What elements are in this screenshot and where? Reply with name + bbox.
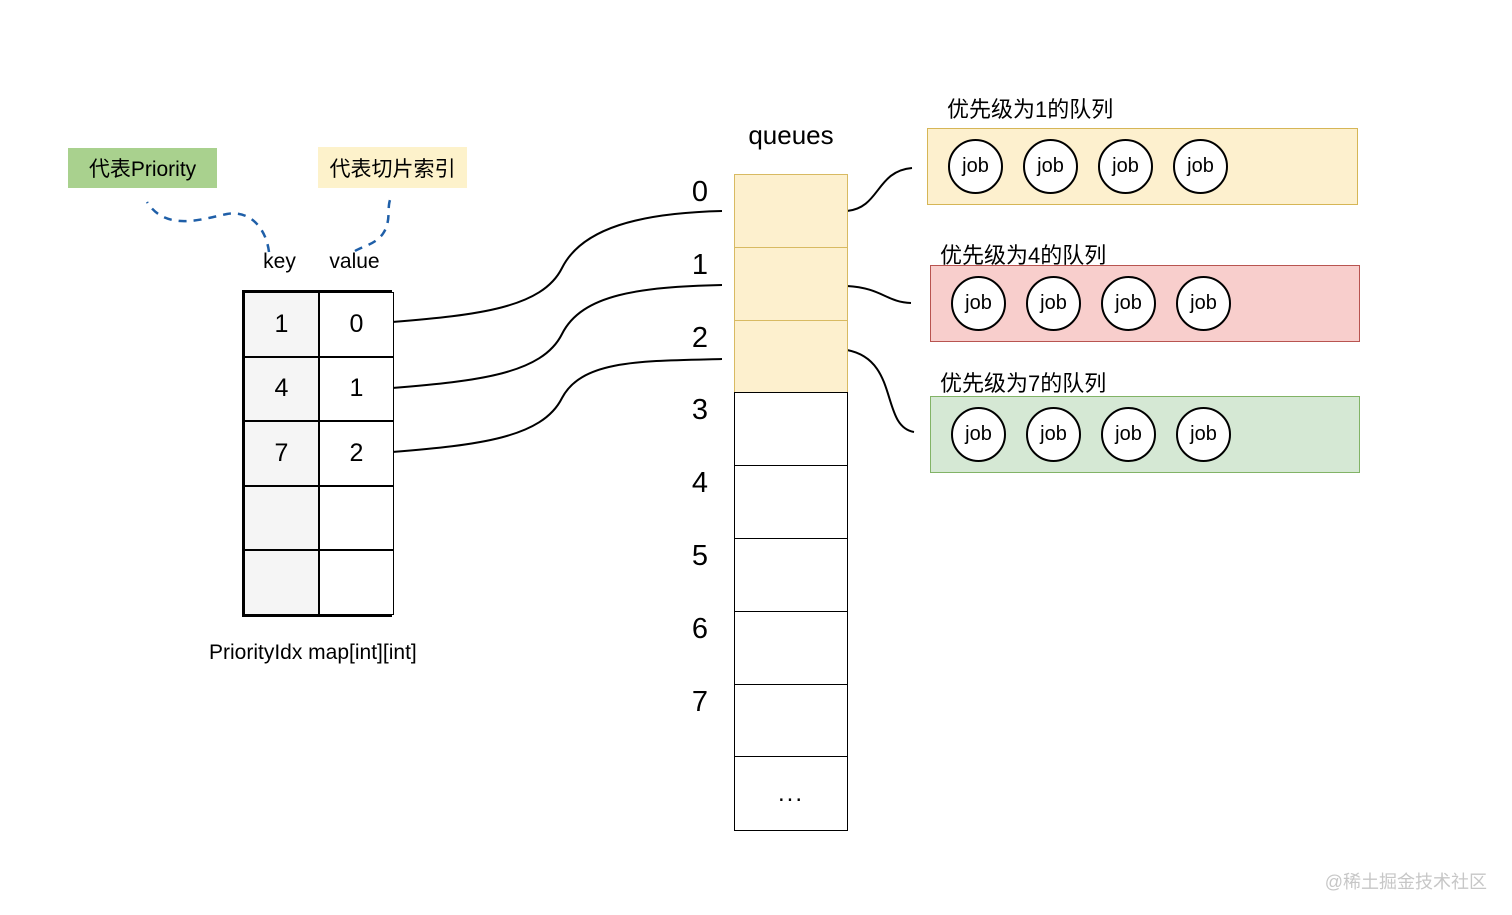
job-circle-2-0: job (951, 407, 1006, 462)
key-cell-1: 4 (244, 356, 319, 422)
queue-index-0: 0 (691, 176, 708, 208)
queue-index-1: 1 (691, 248, 708, 281)
slice-index-tag: 代表切片索引 (318, 147, 467, 188)
queue-index-2: 2 (691, 321, 708, 354)
queue-slot-6 (734, 610, 848, 686)
queue-index-4: 4 (691, 467, 708, 500)
value-cell-4 (319, 550, 394, 615)
slice-index-tag-label: 代表切片索引 (329, 157, 456, 181)
queue-slot-3 (734, 392, 848, 467)
priority-tag-label: 代表Priority (88, 158, 197, 181)
job-circle-0-3: job (1173, 139, 1228, 194)
queue-index-6: 6 (691, 612, 708, 645)
queue-slot-ellipsis: ... (734, 756, 848, 831)
value-column-header: value (329, 250, 380, 273)
job-circle-0-2: job (1098, 139, 1153, 194)
key-cell-0: 1 (244, 292, 319, 357)
queue-index-3: 3 (691, 394, 708, 427)
job-circle-1-2: job (1101, 276, 1156, 331)
queue-slot-0 (734, 174, 848, 249)
value-cell-3 (319, 485, 394, 551)
job-circle-1-1: job (1026, 276, 1081, 331)
job-circle-1-0: job (951, 276, 1006, 331)
arrow-queue1-to-priority4-queue (846, 285, 912, 304)
priority7-queue-label: 优先级为7的队列 (940, 371, 1107, 396)
arrow-queue2-to-priority7-queue (846, 349, 915, 433)
priority4-queue-label: 优先级为4的队列 (940, 243, 1107, 268)
arrow-queue0-to-priority1-queue (846, 167, 913, 212)
job-circle-2-3: job (1176, 407, 1231, 462)
key-cell-4 (244, 550, 319, 615)
queue-index-5: 5 (691, 540, 708, 572)
watermark: @稀土掘金技术社区 (1324, 872, 1487, 892)
dashed-arrow-key-to-priority-tag (145, 201, 271, 253)
key-cell-2: 7 (244, 421, 319, 486)
queue-slot-2 (734, 319, 848, 394)
priority-tag: 代表Priority (68, 148, 217, 188)
queues-title: queues (748, 120, 834, 150)
value-cell-2: 2 (319, 421, 394, 486)
key-cell-3 (244, 485, 319, 551)
queue-slot-1 (734, 246, 848, 322)
job-circle-2-1: job (1026, 407, 1081, 462)
queue-slot-7 (734, 683, 848, 758)
value-cell-0: 0 (319, 292, 394, 357)
queue-index-7: 7 (691, 685, 708, 718)
job-circle-2-2: job (1101, 407, 1156, 462)
job-circle-1-3: job (1176, 276, 1231, 331)
job-circle-0-0: job (948, 139, 1003, 194)
key-column-header: key (263, 250, 296, 273)
job-circle-0-1: job (1023, 139, 1078, 194)
value-cell-1: 1 (319, 356, 394, 422)
queue-slot-4 (734, 465, 848, 540)
queue-slot-5 (734, 537, 848, 613)
priority1-queue-label: 优先级为1的队列 (947, 97, 1114, 122)
dashed-arrow-value-to-slice-index-tag (354, 199, 392, 253)
priorityidx-table-caption: PriorityIdx map[int][int] (209, 641, 417, 664)
queues-array: ... (734, 174, 848, 831)
